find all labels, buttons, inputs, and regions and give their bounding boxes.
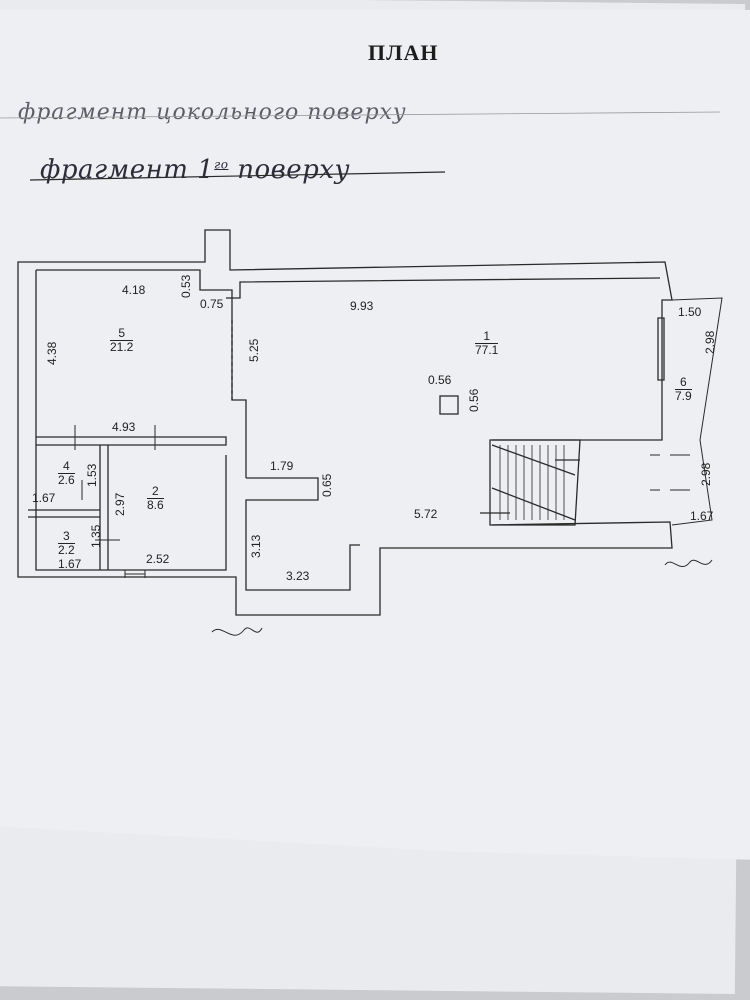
- dim-2-97: 2.97: [113, 492, 127, 516]
- stair-diagonals: [491, 444, 576, 521]
- column: [439, 395, 459, 415]
- room-2-number: 2: [147, 484, 164, 500]
- stair-arrows: [480, 459, 580, 514]
- balcony-right: [671, 297, 723, 526]
- inner-wall-top: [36, 269, 661, 299]
- wall-room3-top: [28, 509, 100, 518]
- dimension-ticks: [74, 425, 690, 541]
- room-6-label: 6 7.9: [675, 375, 692, 404]
- room-5-label: 5 21.2: [110, 326, 134, 355]
- dim-1-35: 1.35: [89, 524, 103, 548]
- room-5-area: 21.2: [110, 340, 134, 355]
- wall-room5-bottom: [36, 436, 227, 446]
- partition-179: [245, 477, 360, 591]
- dim-1-67-c: 1.67: [58, 557, 82, 571]
- dim-1-67-a: 1.67: [32, 491, 56, 505]
- dim-4-18: 4.18: [122, 283, 146, 297]
- room-5-number: 5: [110, 326, 134, 342]
- dim-2-52: 2.52: [146, 552, 170, 566]
- handwritten-note-basement: фрагмент цокольного поверху: [18, 100, 407, 125]
- handwritten-floor-tail: поверху: [237, 155, 351, 185]
- ruled-line: [0, 111, 721, 119]
- dim-0-56-v: 0.56: [467, 388, 481, 412]
- handwritten-floor-sup: го: [214, 157, 229, 172]
- dim-5-25: 5.25: [247, 338, 261, 362]
- room-6-number: 6: [675, 375, 692, 391]
- dim-1-53: 1.53: [85, 463, 99, 487]
- wall-room5-right: [226, 297, 247, 478]
- underline: [29, 171, 446, 181]
- walls: [0, 111, 723, 636]
- outer-wall: [17, 229, 673, 616]
- break-line-right: [664, 559, 713, 568]
- room-3-number: 3: [58, 529, 75, 545]
- inner-wall-left: [35, 270, 227, 571]
- window-room2: [124, 570, 146, 578]
- stair-steps: [499, 445, 565, 520]
- room-4-number: 4: [58, 459, 75, 475]
- dim-0-65: 0.65: [320, 473, 334, 497]
- dim-4-38: 4.38: [45, 341, 59, 365]
- dim-0-53: 0.53: [179, 274, 193, 298]
- dim-0-75: 0.75: [200, 297, 224, 311]
- handwritten-floor-label: фрагмент 1: [40, 155, 215, 185]
- paper-sheet: [0, 10, 750, 860]
- dim-2-98-top: 2.98: [703, 330, 717, 354]
- room-1-number: 1: [475, 329, 499, 345]
- room-2-area: 8.6: [147, 498, 164, 513]
- room-2-label: 2 8.6: [147, 484, 164, 513]
- dim-0-56-h: 0.56: [428, 373, 452, 387]
- handwritten-note-floor: фрагмент 1го поверху: [40, 155, 350, 185]
- room-4-label: 4 2.6: [58, 459, 75, 488]
- dim-1-50: 1.50: [678, 305, 702, 319]
- wall-room2-left: [99, 445, 109, 570]
- room-4-area: 2.6: [58, 473, 75, 488]
- window-right: [657, 317, 665, 381]
- dim-1-67-b: 1.67: [690, 509, 714, 523]
- room-1-area: 77.1: [475, 343, 499, 358]
- dim-1-79: 1.79: [270, 459, 294, 473]
- plan-title: ПЛАН: [368, 40, 439, 65]
- dim-3-23: 3.23: [286, 569, 310, 583]
- room-1-label: 1 77.1: [475, 329, 499, 358]
- break-line-left: [211, 627, 263, 636]
- dim-4-93: 4.93: [112, 420, 136, 434]
- room-3-area: 2.2: [58, 543, 75, 558]
- room-6-area: 7.9: [675, 389, 692, 404]
- dim-3-13: 3.13: [249, 534, 263, 558]
- room-3-label: 3 2.2: [58, 529, 75, 558]
- dim-2-98-bottom: 2.98: [699, 462, 713, 486]
- stair-frame: [492, 439, 581, 526]
- dim-5-72: 5.72: [414, 507, 438, 521]
- dim-9-93: 9.93: [350, 299, 374, 313]
